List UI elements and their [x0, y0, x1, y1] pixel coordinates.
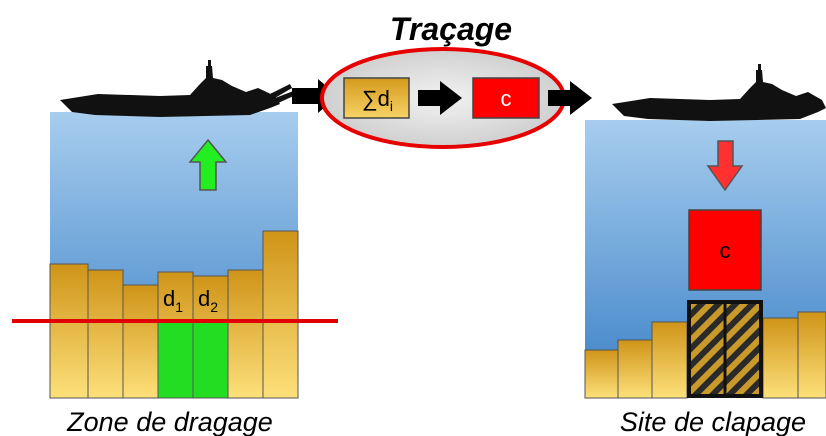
result-label: c	[501, 86, 512, 111]
diagram-title: Traçage	[390, 11, 512, 47]
sediment-bar	[49, 263, 89, 399]
process-flow: ∑di c	[292, 47, 592, 149]
sample-core-2	[192, 321, 229, 399]
sum-box	[343, 77, 410, 119]
disposal-site-caption: Site de clapage	[620, 407, 806, 436]
sediment-bar	[87, 269, 124, 399]
dredger-ship-icon	[60, 60, 298, 117]
sediment-bars-left	[49, 230, 299, 399]
dredging-zone: d1 d2 Zone de dragage	[12, 60, 338, 436]
sediment-bar	[122, 284, 159, 399]
contaminant-label: c	[720, 238, 731, 263]
sediment-bar	[762, 317, 799, 399]
sample-core-1	[157, 321, 194, 399]
sample-1-label: d1	[163, 286, 183, 315]
sediment-bars-right	[584, 311, 826, 399]
result-box	[472, 77, 540, 119]
dredged-deposit	[687, 300, 763, 398]
down-arrow-icon	[706, 140, 744, 192]
sediment-bar	[584, 349, 619, 399]
dredging-zone-caption: Zone de dragage	[66, 407, 273, 436]
barge-ship-icon	[612, 64, 826, 121]
sediment-bar	[227, 269, 264, 399]
up-arrow-icon	[188, 138, 228, 191]
sediment-bar	[617, 339, 653, 399]
sediment-bar	[797, 311, 826, 399]
disposal-site: c Site de clapage	[584, 64, 826, 436]
sum-label: ∑di	[362, 86, 393, 114]
arrow-icon	[418, 81, 462, 115]
sediment-bar	[262, 230, 299, 399]
contaminant-box	[688, 209, 762, 291]
sample-2-label: d2	[198, 286, 218, 315]
arrow-icon	[548, 81, 592, 115]
sediment-bar	[651, 321, 688, 399]
